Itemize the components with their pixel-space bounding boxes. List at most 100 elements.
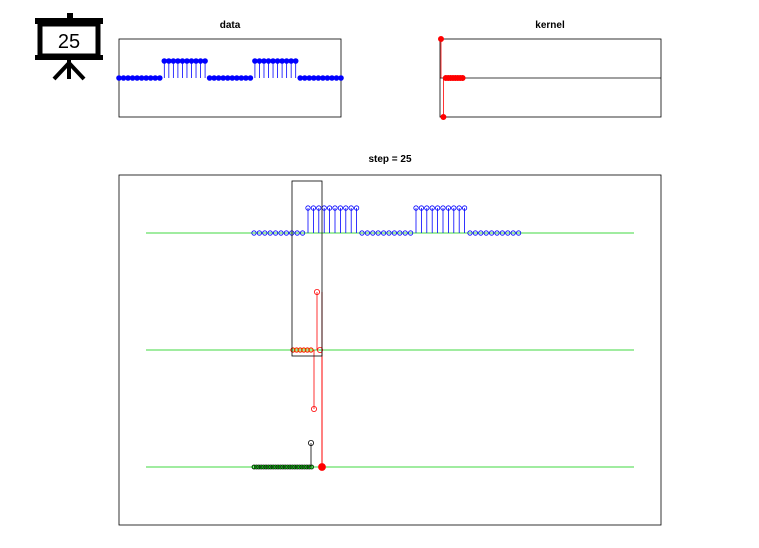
shifted-data-point-marker	[478, 230, 484, 236]
shifted-data-point-marker	[494, 230, 500, 236]
result-point-marker	[265, 464, 271, 470]
shifted-data-point-marker	[348, 205, 354, 211]
data-point-marker	[333, 75, 340, 81]
result-point-marker	[263, 464, 269, 470]
data-point-marker	[270, 58, 276, 64]
data-point-marker	[152, 75, 159, 81]
stem-marks	[116, 36, 522, 471]
result-overlay	[278, 465, 283, 469]
data-point-marker	[156, 75, 163, 81]
shifted-data-point-marker	[402, 230, 408, 236]
result-overlay	[285, 465, 290, 469]
shifted-data-point-marker	[305, 205, 311, 211]
result-point-marker	[297, 464, 303, 470]
data-point-marker	[166, 58, 172, 64]
result-point-marker	[256, 464, 262, 470]
result-overlay	[254, 465, 259, 469]
result-overlay	[271, 465, 275, 469]
shifted-data-point-marker	[472, 230, 478, 236]
data-point-marker	[138, 75, 145, 81]
window-kernel-end	[316, 346, 323, 353]
shifted-data-point-marker	[294, 230, 300, 236]
result-point-marker	[258, 464, 264, 470]
result-overlay	[273, 465, 278, 469]
result-overlay	[261, 465, 266, 469]
shifted-data-point-marker	[515, 230, 522, 236]
result-point-marker	[309, 464, 315, 470]
result-point-marker	[287, 464, 293, 470]
shifted-data-point-marker	[451, 205, 457, 211]
data-point-marker	[320, 75, 326, 81]
result-overlay	[266, 465, 271, 469]
result-point-marker	[292, 464, 298, 470]
result-point-marker	[275, 464, 281, 470]
shifted-data-point-marker	[413, 205, 419, 211]
shifted-data-point-marker	[251, 230, 257, 236]
data-point-marker	[256, 58, 263, 64]
shifted-data-point-marker	[461, 205, 468, 211]
result-point-marker	[268, 464, 274, 470]
data-point-marker	[175, 58, 181, 64]
shifted-data-point-marker	[343, 205, 349, 211]
data-point-marker	[233, 75, 240, 81]
shifted-data-point-marker	[445, 205, 451, 211]
result-overlay	[269, 465, 273, 469]
data-point-marker	[197, 58, 204, 64]
data-point-marker	[134, 75, 140, 81]
shifted-data-point-marker	[429, 205, 435, 211]
result-point-marker	[299, 464, 305, 470]
data-point-marker	[220, 75, 227, 81]
data-point-marker	[279, 58, 285, 64]
shifted-data-point-marker	[467, 230, 473, 236]
result-overlay	[309, 465, 314, 469]
shifted-data-point-marker	[488, 230, 495, 236]
shifted-data-point-marker	[359, 230, 365, 236]
result-overlay	[305, 465, 309, 469]
kernel-point-marker	[440, 114, 447, 121]
result-overlay	[252, 465, 256, 469]
shifted-data-point-marker	[267, 230, 273, 236]
shifted-data-point-marker	[262, 230, 268, 236]
data-point-marker	[324, 75, 331, 81]
shifted-data-point-marker	[505, 230, 511, 236]
data-point-marker	[206, 75, 213, 81]
data-point-marker	[247, 75, 254, 81]
shifted-data-point-marker	[380, 230, 387, 236]
data-point-marker	[252, 58, 258, 64]
data-point-marker	[224, 75, 231, 81]
kernel-panel-title: kernel	[535, 20, 565, 31]
shifted-data-point-marker	[370, 230, 376, 236]
data-point-marker	[292, 58, 299, 64]
result-point-marker	[282, 464, 288, 470]
data-point-marker	[120, 75, 127, 81]
shifted-data-point-marker	[316, 205, 322, 211]
result-point-marker	[301, 464, 307, 470]
result-overlay	[288, 465, 292, 469]
data-point-marker	[215, 75, 222, 81]
result-point-marker	[277, 464, 283, 470]
data-point-marker	[211, 75, 217, 81]
shifted-data-point-marker	[418, 205, 424, 211]
result-overlay	[259, 465, 263, 469]
data-point-marker	[129, 75, 136, 81]
window-kernel-point-marker	[308, 347, 314, 353]
shifted-data-point-marker	[397, 230, 403, 236]
result-overlay	[295, 465, 299, 469]
icon-number: 25	[58, 31, 80, 53]
shifted-data-point-marker	[456, 205, 462, 211]
data-point-marker	[238, 75, 245, 81]
shifted-data-point-marker	[256, 230, 262, 236]
data-point-marker	[329, 75, 335, 81]
result-point-marker	[285, 464, 291, 470]
data-point-marker	[179, 58, 186, 64]
result-overlay	[297, 465, 302, 469]
result-point-marker	[289, 464, 295, 470]
shifted-data-point-marker	[299, 230, 306, 236]
result-point-marker	[253, 464, 259, 470]
shifted-data-point-marker	[283, 230, 289, 236]
shifted-data-point-marker	[326, 205, 333, 211]
kernel-point-marker	[437, 36, 444, 43]
data-point-marker	[338, 75, 344, 81]
shifted-data-point-marker	[483, 230, 489, 236]
